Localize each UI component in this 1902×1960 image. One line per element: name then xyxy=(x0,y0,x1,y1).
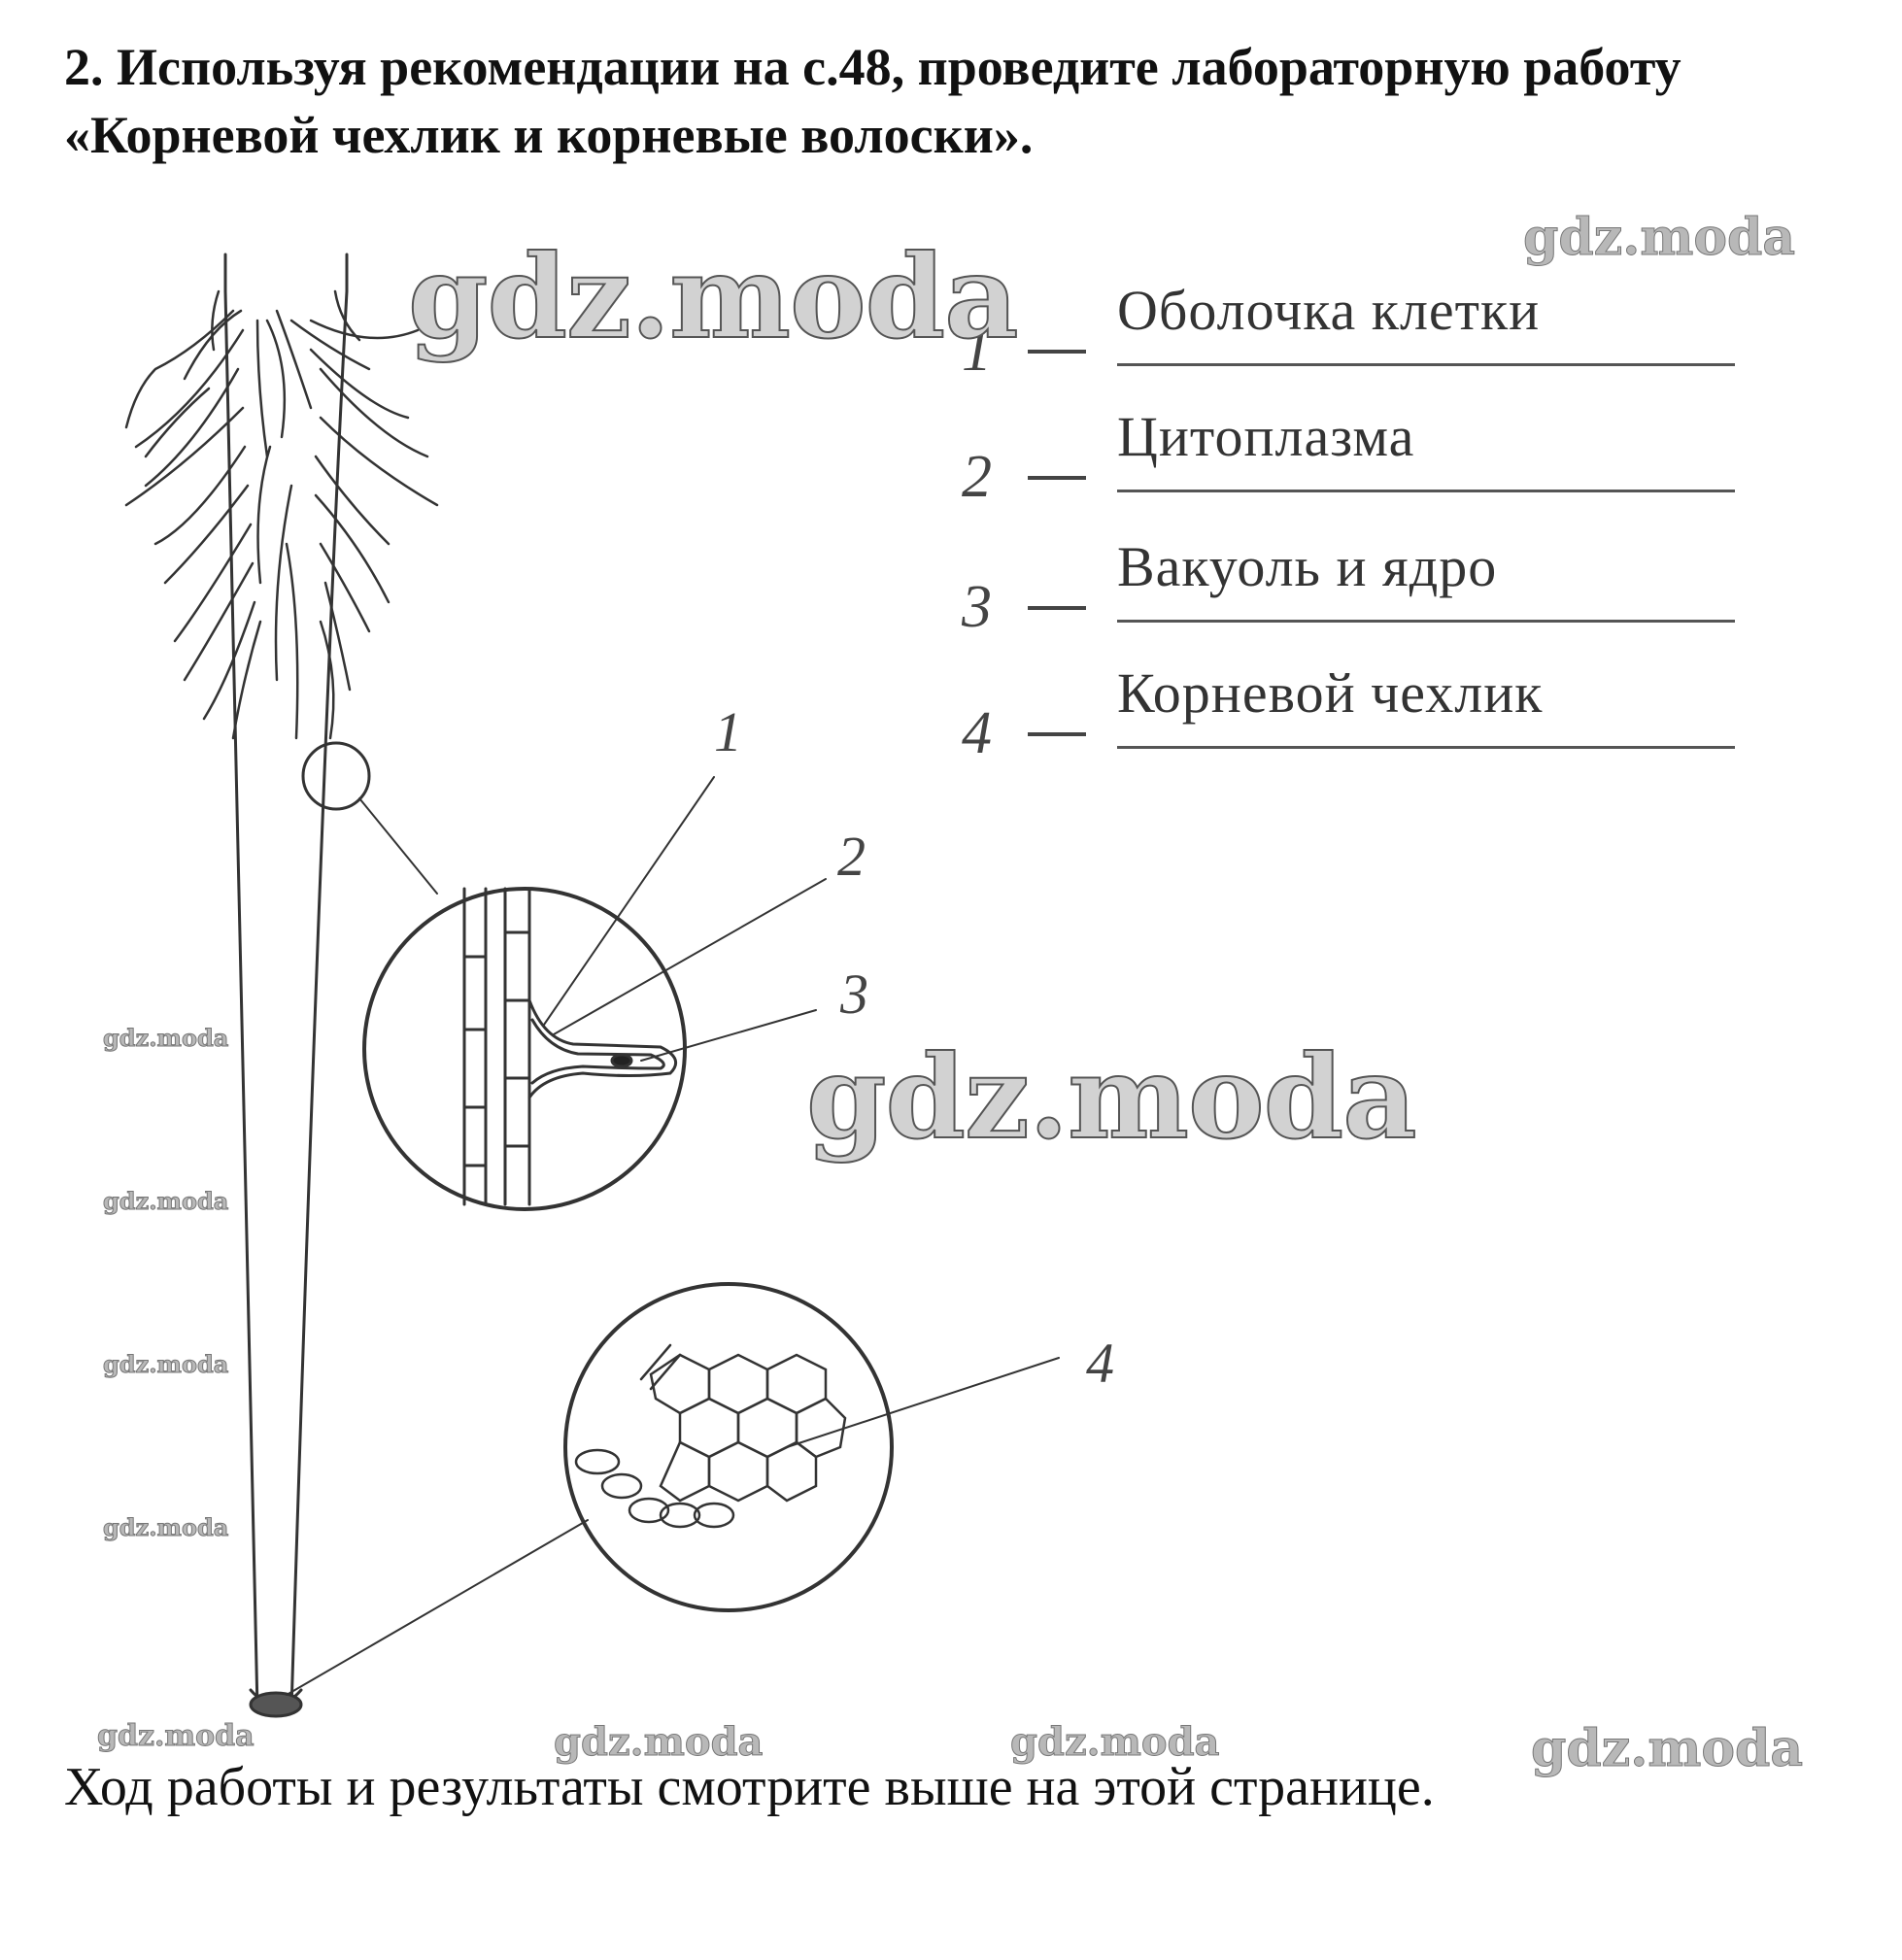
watermark: gdz.moda xyxy=(102,1024,229,1053)
answer-number: 4 xyxy=(962,700,992,766)
watermark: gdz.moda xyxy=(102,1187,229,1216)
answer-number: 1 xyxy=(962,318,992,384)
watermark: gdz.moda xyxy=(1522,208,1796,268)
answer-dash xyxy=(1028,350,1086,354)
watermark: gdz.moda xyxy=(102,1350,229,1379)
figure-number-1: 1 xyxy=(714,700,742,763)
watermark: gdz.moda xyxy=(1009,1719,1220,1766)
task-heading: 2. Используя рекомендации на с.48, прове… xyxy=(64,33,1851,169)
root-cap-zoom xyxy=(563,1282,894,1612)
answer-number: 3 xyxy=(962,574,992,640)
answer-text: Цитоплазма xyxy=(1117,405,1415,468)
answer-row-1: 1 Оболочка клетки xyxy=(962,278,1739,385)
answer-dash xyxy=(1028,606,1086,610)
answer-row-3: 3 Вакуоль и ядро xyxy=(962,534,1739,641)
answer-underline xyxy=(1117,363,1735,366)
task-heading-line1: 2. Используя рекомендации на с.48, прове… xyxy=(64,38,1681,96)
figure-number-3: 3 xyxy=(840,963,868,1026)
figure-number-2: 2 xyxy=(837,825,866,888)
watermark: gdz.moda xyxy=(407,228,1020,365)
answer-text: Корневой чехлик xyxy=(1117,661,1544,725)
answer-dash xyxy=(1028,732,1086,736)
watermark: gdz.moda xyxy=(97,1719,255,1754)
root-hair-cell-zoom xyxy=(362,887,687,1211)
hair-zoom-marker xyxy=(301,741,371,811)
answer-number: 2 xyxy=(962,444,992,510)
root-tip xyxy=(249,1691,303,1718)
watermark: gdz.moda xyxy=(102,1513,229,1542)
answer-row-4: 4 Корневой чехлик xyxy=(962,660,1739,767)
watermark: gdz.moda xyxy=(1530,1719,1804,1779)
answer-underline xyxy=(1117,746,1735,749)
watermark: gdz.moda xyxy=(553,1719,764,1766)
task-heading-line2: «Корневой чехлик и корневые волоски». xyxy=(64,106,1034,164)
answer-row-2: 2 Цитоплазма xyxy=(962,404,1739,511)
watermark: gdz.moda xyxy=(805,1029,1418,1166)
figure-number-4: 4 xyxy=(1086,1332,1114,1395)
root-body xyxy=(223,253,259,1711)
answer-underline xyxy=(1117,620,1735,623)
answer-text: Оболочка клетки xyxy=(1117,279,1541,342)
footer-note: Ход работы и результаты смотрите выше на… xyxy=(64,1757,1435,1817)
answer-text: Вакуоль и ядро xyxy=(1117,535,1498,598)
answer-underline xyxy=(1117,490,1735,492)
answer-dash xyxy=(1028,476,1086,480)
